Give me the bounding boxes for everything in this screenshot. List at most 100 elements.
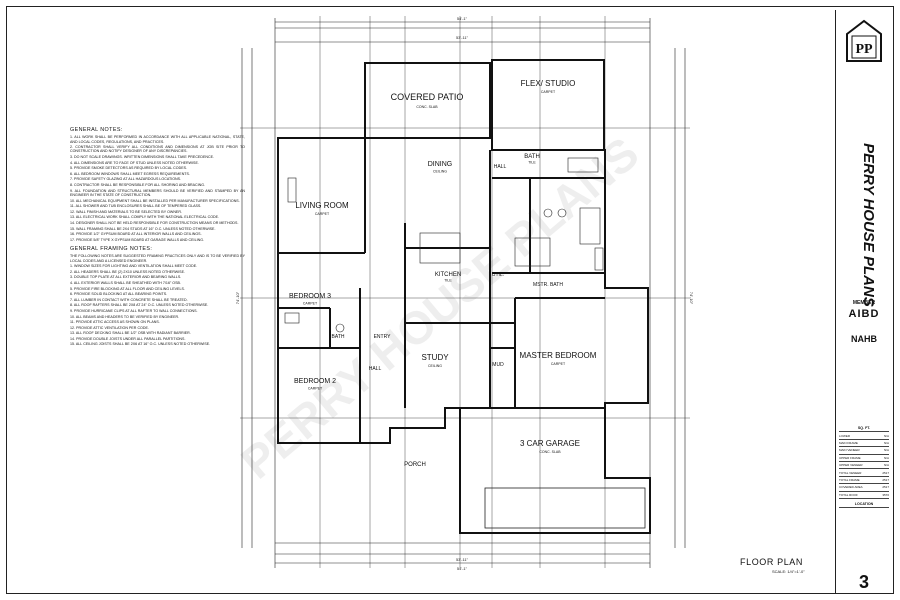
sqft-row-value: 2517	[882, 485, 889, 490]
room-sublabel: CARPET	[308, 386, 323, 390]
house-logo-icon: PP	[846, 19, 882, 62]
room-sublabel: CEILING	[433, 169, 447, 173]
room-label: HALL	[369, 366, 382, 372]
sqft-row-label: LOWER	[839, 433, 851, 438]
sqft-row: UPPER FRAME N/A	[839, 455, 889, 462]
sqft-row-label: UPPER FRAME	[839, 455, 861, 460]
framing-note: 1. WINDOW SIZES FOR LIGHTING AND VENTILA…	[70, 264, 198, 269]
room-label: 3 CAR GARAGE	[520, 439, 580, 448]
room-sublabel: CONC. SLAB	[416, 105, 438, 109]
framing-note: 3. DOUBLE TOP PLATE AT ALL EXTERIOR AND …	[70, 275, 182, 280]
room-label: BATH	[524, 154, 540, 160]
general-note: 7. PROVIDE SAFETY GLAZING AT ALL HAZARDO…	[70, 177, 182, 182]
sqft-row: MAIN FRAME N/A	[839, 440, 889, 448]
notes-column: GENERAL NOTES: 1. ALL WORK SHALL BE PERF…	[70, 127, 245, 348]
company-name: PERRY HOUSE PLANS	[860, 143, 877, 307]
title-block: PP PERRY HOUSE PLANS MEMBER AIBD NAHB SQ…	[835, 10, 891, 593]
general-note: 4. ALL DIMENSIONS ARE TO FACE OF STUD UN…	[70, 160, 199, 165]
framing-note: 11. PROVIDE ATTIC ACCESS AS SHOWN ON PLA…	[70, 320, 160, 325]
general-note: 15. WALL FRAMING SHALL BE 2X4 STUDS AT 1…	[70, 226, 216, 231]
framing-note: 14. PROVIDE DOUBLE JOISTS UNDER ALL PARA…	[70, 336, 186, 341]
room-sublabel: CONC. SLAB	[539, 450, 561, 454]
framing-note: 10. ALL BEAMS AND HEADERS TO BE VERIFIED…	[70, 314, 180, 319]
framing-note: 7. ALL LUMBER IN CONTACT WITH CONCRETE S…	[70, 297, 188, 302]
sqft-row: UPPER VENEER N/A	[839, 462, 889, 470]
aibd-logo: AIBD	[848, 308, 880, 320]
room-label: DINING	[428, 161, 453, 168]
sqft-row: COVERED AREA 2517	[839, 484, 889, 492]
sheet-number: 3	[858, 572, 869, 592]
sqft-row-label: TOTAL FRAME	[839, 477, 860, 482]
floor-plan-title: FLOOR PLAN	[740, 557, 804, 567]
general-note: 9. ALL FOUNDATION AND STRUCTURAL MEMBERS…	[70, 188, 245, 197]
room-sublabel: TILE	[444, 278, 452, 282]
general-note: 2. CONTRACTOR SHALL VERIFY ALL CONDITION…	[70, 145, 245, 154]
floor-plan-drawing: COVERED PATIO CONC. SLAB FLEX/ STUDIO CARPE…	[235, 16, 694, 571]
nahb-logo: NAHB	[851, 334, 877, 344]
sqft-row-value: N/A	[883, 448, 889, 453]
room-label: HALL	[494, 164, 507, 170]
room-label: STUDY	[421, 353, 449, 362]
sqft-header: SQ. FT.	[839, 425, 889, 433]
sqft-row-value: N/A	[883, 433, 889, 438]
room-label: FLEX/ STUDIO	[521, 79, 576, 88]
general-note: 1. ALL WORK SHALL BE PERFORMED IN ACCORD…	[70, 135, 245, 144]
sqft-row-value: 2517	[882, 470, 889, 475]
general-note: 8. CONTRACTOR SHALL BE RESPONSIBLE FOR A…	[70, 183, 206, 188]
room-sublabel: CARPET	[551, 362, 566, 366]
room-label: COVERED PATIO	[391, 92, 464, 102]
framing-note: 5. PROVIDE FIRE BLOCKING AT ALL FLOOR AN…	[70, 286, 185, 291]
room-label: MSTR. BATH	[533, 282, 563, 288]
general-note: 10. ALL MECHANICAL EQUIPMENT SHALL BE IN…	[70, 198, 240, 203]
framing-notes-title: GENERAL FRAMING NOTES:	[70, 245, 153, 252]
sqft-row-label: UPPER VENEER	[839, 463, 863, 468]
room-label: PORCH	[404, 462, 426, 468]
general-note: 16. PROVIDE 1/2" GYPSUM BOARD AT ALL INT…	[70, 232, 202, 237]
room-label: BATH	[332, 334, 345, 340]
framing-note: 15. ALL CEILING JOISTS SHALL BE 2X6 AT 1…	[70, 342, 211, 347]
sqft-row: TOTAL FRAME 2517	[839, 477, 889, 485]
room-sublabel: CEILING	[428, 364, 442, 368]
room-label: UTIL.	[492, 272, 504, 278]
room-label: BEDROOM 3	[289, 293, 331, 300]
sqft-row-value: N/A	[883, 463, 889, 468]
room-labels: COVERED PATIO CONC. SLAB FLEX/ STUDIO CARPE…	[289, 79, 597, 468]
framing-note: 9. PROVIDE HURRICANE CLIPS AT ALL RAFTER…	[70, 308, 198, 313]
framing-note: THE FOLLOWING NOTES ARE SUGGESTED FRAMIN…	[70, 254, 245, 263]
framing-note: 8. ALL ROOF RAFTERS SHALL BE 2X8 AT 24" …	[70, 303, 209, 308]
framing-note: 6. PROVIDE SOLID BLOCKING AT ALL BEARING…	[70, 292, 168, 297]
room-sublabel: CARPET	[541, 90, 556, 94]
sheet-border	[6, 6, 894, 594]
room-label: ENTRY	[374, 334, 392, 340]
dim-top-overall: 54'-1"	[457, 16, 468, 21]
general-note: 11. ALL SHOWER AND TUB ENCLOSURES SHALL …	[70, 204, 202, 209]
sqft-row-value: 2517	[882, 477, 889, 482]
dim-top-frame: 53'-11"	[456, 35, 469, 40]
room-sublabel: TILE	[528, 160, 536, 164]
general-note: 12. WALL FINISH AND MATERIALS TO BE SELE…	[70, 209, 182, 214]
general-note: 13. ALL ELECTRICAL WORK SHALL COMPLY WIT…	[70, 215, 220, 220]
location-header: LOCATION	[839, 501, 889, 509]
sqft-row-value: N/A	[883, 440, 889, 445]
sqft-row: TOTAL ROOF 3570	[839, 492, 889, 499]
room-label: KITCHEN	[435, 272, 461, 278]
sqft-row-label: TOTAL ROOF	[839, 492, 858, 497]
framing-note: 4. ALL EXTERIOR WALLS SHALL BE SHEATHED …	[70, 280, 181, 285]
member-label: MEMBER	[852, 300, 876, 306]
framing-notes-list: THE FOLLOWING NOTES ARE SUGGESTED FRAMIN…	[70, 254, 245, 347]
room-sublabel: CARPET	[315, 212, 330, 216]
sqft-row-value: 3570	[882, 492, 889, 497]
sqft-row-label: MAIN FRAME	[839, 440, 858, 445]
dim-right: 74'-10"	[689, 292, 694, 305]
framing-note: 13. ALL ROOF DECKING SHALL BE 1/2" OSB W…	[70, 331, 191, 336]
sqft-row-value: N/A	[883, 455, 889, 460]
sqft-row-label: COVERED AREA	[839, 485, 863, 490]
svg-text:PP: PP	[855, 42, 873, 57]
room-sublabel: CARPET	[303, 301, 318, 305]
membership-block: MEMBER AIBD NAHB	[838, 300, 890, 344]
room-label: MASTER BEDROOM	[520, 351, 597, 360]
room-label: LIVING ROOM	[295, 201, 349, 210]
